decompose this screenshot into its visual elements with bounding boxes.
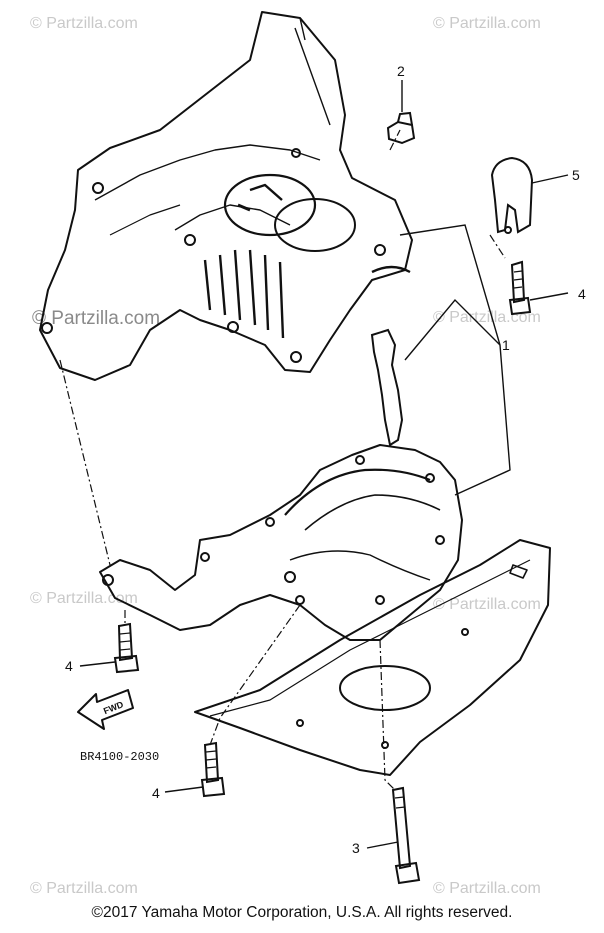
lower-crankcase [99, 444, 463, 641]
fwd-arrow: FWD [77, 689, 134, 730]
hose-clamp [490, 156, 534, 234]
watermarks: © Partzilla.com © Partzilla.com © Partzi… [30, 15, 541, 897]
callout-part-4-c: 4 [152, 785, 160, 801]
watermark-lower-left: © Partzilla.com [30, 590, 138, 607]
bolt-part-4-lower [200, 741, 226, 798]
watermark-mid-left: © Partzilla.com [32, 308, 160, 329]
watermark-bottom-right: © Partzilla.com [433, 880, 541, 897]
upper-crankcase [39, 11, 413, 381]
diagram-code: BR4100-2030 [80, 750, 159, 764]
bolt-part-4-upper-right [508, 260, 532, 316]
callout-part-5: 5 [572, 167, 580, 183]
leader-lines [79, 80, 569, 849]
callout-part-2: 2 [397, 63, 405, 79]
callout-part-1: 1 [502, 337, 510, 353]
callout-part-4-a: 4 [578, 286, 586, 302]
watermark-top-right: © Partzilla.com [433, 15, 541, 32]
watermark-top-left: © Partzilla.com [30, 15, 138, 32]
bottom-plate [194, 539, 551, 776]
copyright-notice: ©2017 Yamaha Motor Corporation, U.S.A. A… [91, 904, 513, 921]
part-1-bracket [399, 224, 511, 496]
bolt-part-2 [386, 111, 416, 145]
callout-part-4-b: 4 [65, 658, 73, 674]
watermark-bottom-left: © Partzilla.com [30, 880, 138, 897]
seal-strip [370, 328, 404, 447]
bolt-part-4-left [113, 622, 140, 674]
callouts: 1 2 3 4 4 4 5 [65, 63, 586, 856]
bolt-part-3 [391, 786, 421, 885]
callout-part-3: 3 [352, 840, 360, 856]
watermark-lower-right: © Partzilla.com [433, 596, 541, 613]
watermark-mid-right: © Partzilla.com [433, 309, 541, 326]
reference-lines [59, 129, 506, 791]
